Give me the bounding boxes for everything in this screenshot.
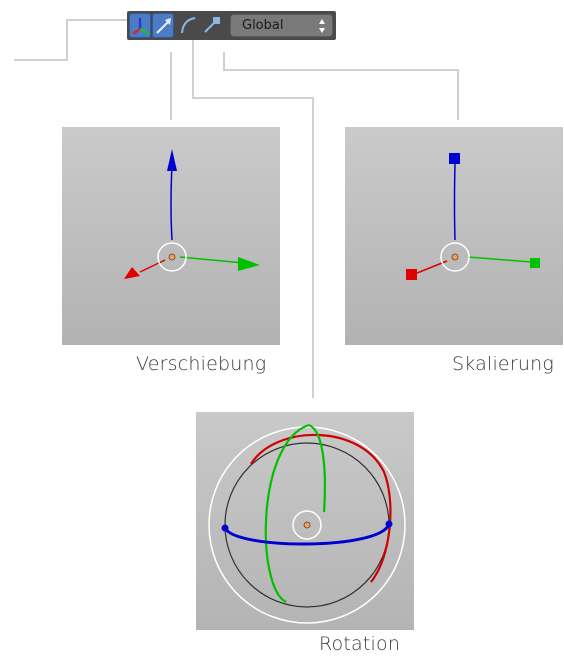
rotate-arc-icon — [181, 17, 196, 34]
y-axis-arrow[interactable] — [179, 256, 260, 271]
center-ring[interactable] — [157, 242, 187, 272]
z-axis-arrow[interactable] — [167, 149, 177, 241]
center-ring[interactable] — [440, 242, 470, 272]
pivot-point — [451, 253, 459, 261]
rotate-mode-button[interactable] — [177, 13, 199, 38]
translate-gizmo-view — [62, 127, 280, 345]
view-rotation-ring[interactable] — [208, 426, 406, 624]
scale-caption: Skalierung — [452, 353, 554, 375]
rotate-manipulator-panel — [196, 412, 414, 630]
manipulator-toolbar: Global — [127, 11, 336, 40]
axis-icon — [132, 18, 150, 35]
scale-connector-line — [223, 52, 459, 120]
scale-manipulator-panel — [345, 127, 563, 345]
z-ring-endpoint — [221, 524, 229, 532]
y-axis-scale-handle[interactable] — [467, 256, 540, 268]
rotate-caption: Rotation — [319, 633, 401, 655]
z-rotation-ring[interactable] — [223, 523, 391, 546]
scale-gizmo-view — [345, 127, 563, 345]
rotate-gizmo-view — [196, 412, 414, 630]
scale-mode-button[interactable] — [201, 13, 223, 38]
x-rotation-ring[interactable] — [250, 433, 392, 583]
y-rotation-ring[interactable] — [264, 423, 326, 603]
translate-caption: Verschiebung — [136, 353, 267, 375]
pivot-point — [168, 253, 176, 261]
orientation-select[interactable]: Global — [230, 14, 333, 37]
up-down-arrows-icon — [319, 19, 325, 33]
axis-mode-button[interactable] — [129, 13, 151, 38]
center-ring[interactable] — [292, 510, 322, 540]
scale-handle-icon — [204, 17, 220, 33]
move-mode-button[interactable] — [152, 13, 174, 38]
rotate-connector-line — [192, 40, 314, 398]
translate-manipulator-panel — [62, 127, 280, 345]
x-axis-arrow[interactable] — [124, 259, 166, 279]
orientation-select-value: Global — [242, 18, 284, 33]
toolbar-connector-line — [14, 19, 127, 61]
move-arrow-icon — [156, 18, 171, 34]
z-ring-endpoint — [385, 520, 393, 528]
z-axis-scale-handle[interactable] — [449, 153, 460, 241]
pivot-point — [303, 521, 311, 529]
